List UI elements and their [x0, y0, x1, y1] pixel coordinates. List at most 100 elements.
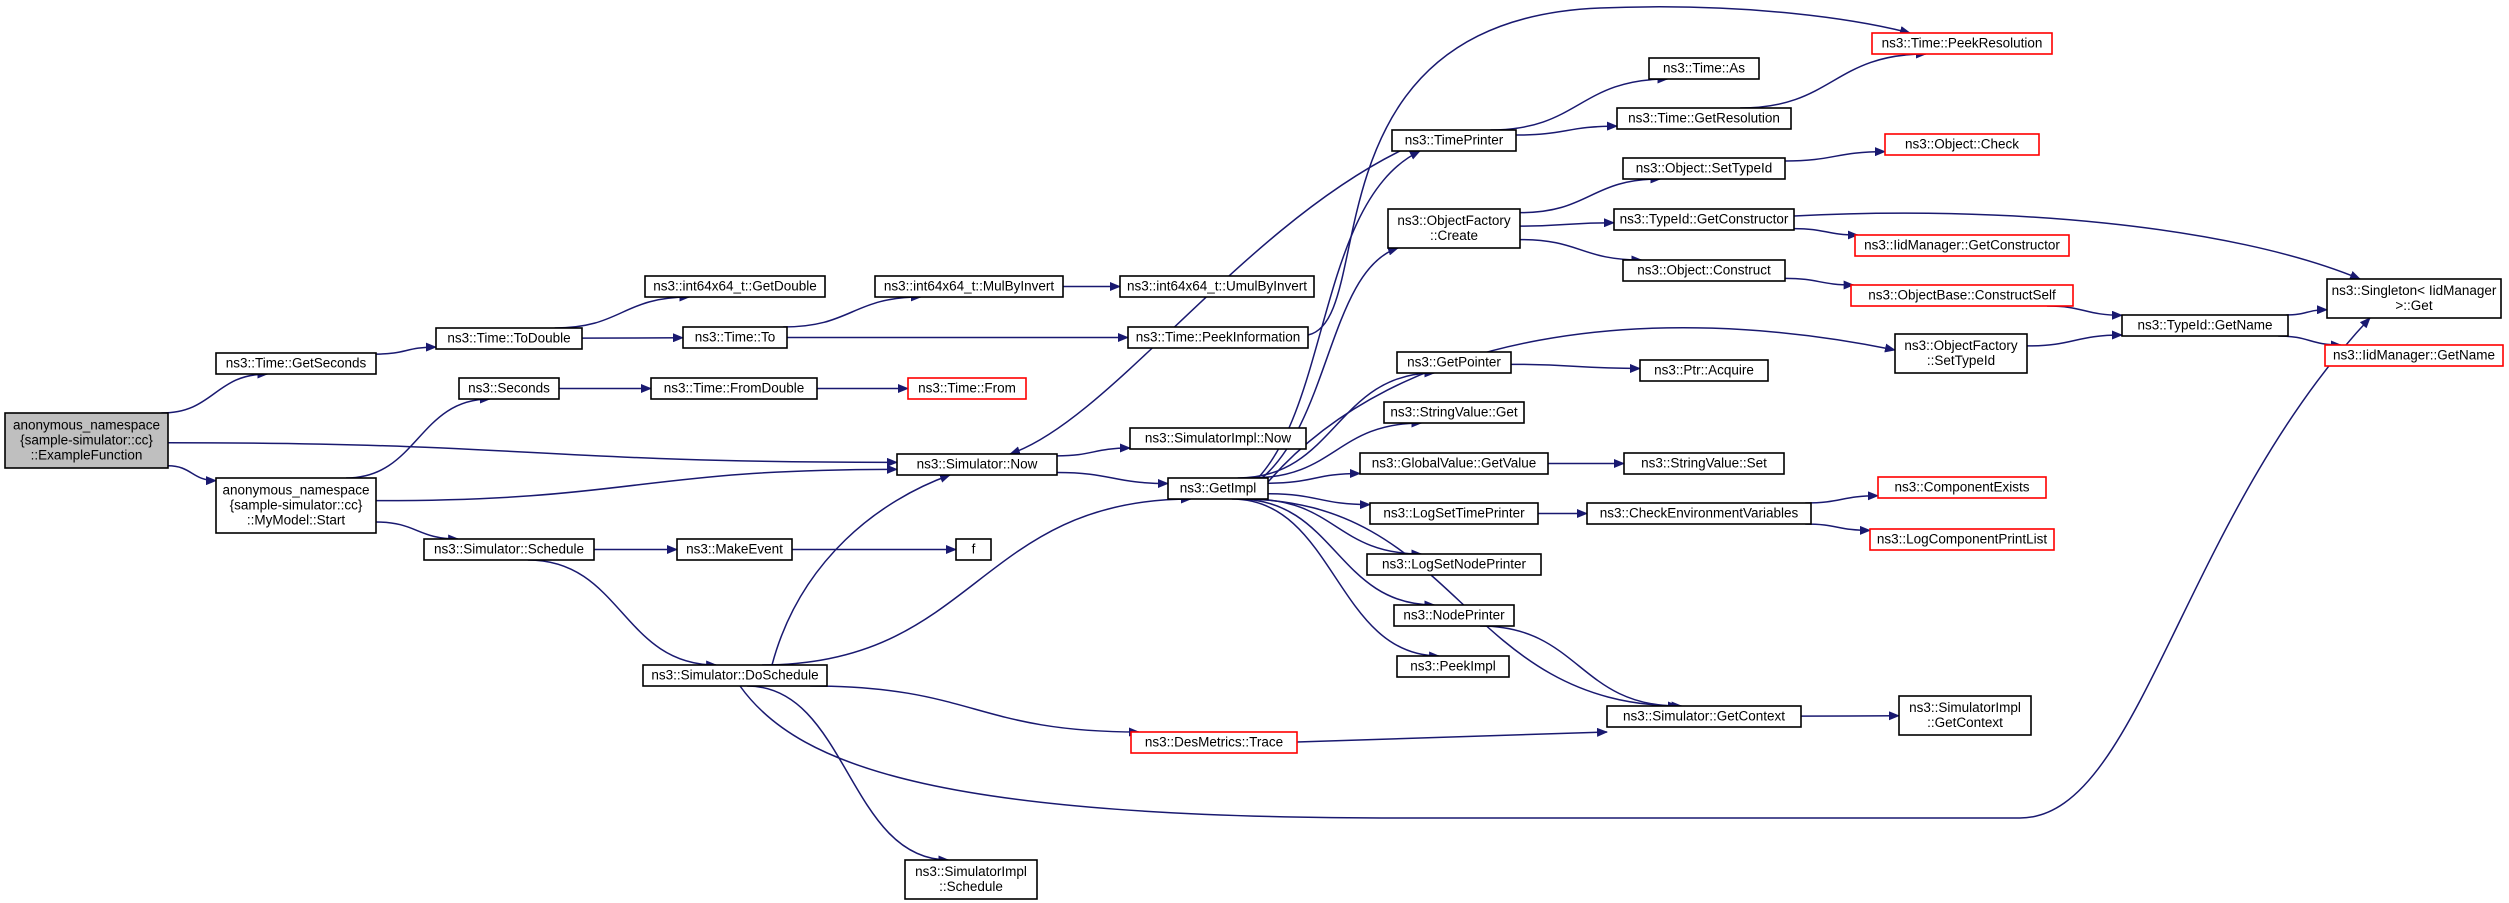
- node-box: [1383, 401, 1525, 424]
- node-box: [650, 377, 818, 400]
- node-seconds[interactable]: ns3::Seconds: [458, 377, 560, 400]
- node-time_getresolution[interactable]: ns3::Time::GetResolution: [1616, 107, 1792, 130]
- node-box: [896, 453, 1058, 476]
- node-box: [1366, 553, 1542, 576]
- node-ptr_acquire[interactable]: ns3::Ptr::Acquire: [1639, 359, 1769, 382]
- node-label: anonymous_namespace: [13, 418, 160, 433]
- node-box: [904, 859, 1038, 900]
- node-time_getseconds[interactable]: ns3::Time::GetSeconds: [215, 352, 377, 375]
- node-box: [458, 377, 560, 400]
- node-box: [435, 327, 583, 350]
- node-label: ns3::Time::GetResolution: [1628, 111, 1780, 126]
- node-time_from[interactable]: ns3::Time::From: [907, 377, 1027, 400]
- node-sim_doschedule[interactable]: ns3::Simulator::DoSchedule: [642, 664, 828, 687]
- node-sim_now[interactable]: ns3::Simulator::Now: [896, 453, 1058, 476]
- node-checkenvvars[interactable]: ns3::CheckEnvironmentVariables: [1586, 502, 1812, 525]
- node-box: [1850, 284, 2074, 307]
- edge-typeid_getconstructor-to-iidmanager_getconstructor: [1793, 227, 1859, 240]
- node-simimpl_getcontext[interactable]: ns3::SimulatorImpl::GetContext: [1898, 695, 2032, 736]
- node-time_peekinformation[interactable]: ns3::Time::PeekInformation: [1127, 326, 1309, 349]
- edge-objectfactory_create-to-object_construct: [1519, 238, 1643, 265]
- node-box: [874, 275, 1064, 298]
- node-sim_getcontext[interactable]: ns3::Simulator::GetContext: [1606, 705, 1802, 728]
- node-label: ns3::Ptr::Acquire: [1654, 363, 1754, 378]
- node-label: ns3::Time::PeekResolution: [1882, 36, 2043, 51]
- node-box: [1622, 259, 1786, 282]
- edge-example_function-to-mymodel_start: [167, 465, 217, 486]
- node-time_todouble[interactable]: ns3::Time::ToDouble: [435, 327, 583, 350]
- node-globalvalue_getvalue[interactable]: ns3::GlobalValue::GetValue: [1359, 452, 1549, 475]
- node-time_to[interactable]: ns3::Time::To: [682, 326, 788, 349]
- node-desmetrics_trace[interactable]: ns3::DesMetrics::Trace: [1130, 731, 1298, 754]
- node-getimpl[interactable]: ns3::GetImpl: [1167, 477, 1269, 500]
- node-label: ns3::StringValue::Set: [1641, 456, 1767, 471]
- node-iidmanager_getconstructor[interactable]: ns3::IidManager::GetConstructor: [1854, 234, 2070, 257]
- edge-object_construct-to-objectbase_constructself: [1784, 277, 1855, 290]
- node-box: [1639, 359, 1769, 382]
- edge-nodeprinter-to-sim_getcontext: [1479, 625, 1680, 711]
- node-objectfactory_settypeid[interactable]: ns3::ObjectFactory::SetTypeId: [1894, 333, 2028, 374]
- node-label: >::Get: [2395, 298, 2432, 313]
- node-object_construct[interactable]: ns3::Object::Construct: [1622, 259, 1786, 282]
- node-typeid_getname[interactable]: ns3::TypeId::GetName: [2121, 314, 2289, 337]
- node-sim_schedule[interactable]: ns3::Simulator::Schedule: [423, 538, 595, 561]
- node-box: [1884, 133, 2040, 156]
- edge-sim_now-to-getimpl: [1056, 471, 1169, 489]
- node-int64_getdouble[interactable]: ns3::int64x64_t::GetDouble: [644, 275, 826, 298]
- node-peekimpl[interactable]: ns3::PeekImpl: [1396, 655, 1510, 678]
- node-simimpl_schedule[interactable]: ns3::SimulatorImpl::Schedule: [904, 859, 1038, 900]
- node-label: ns3::DesMetrics::Trace: [1145, 735, 1283, 750]
- node-stringvalue_get[interactable]: ns3::StringValue::Get: [1383, 401, 1525, 424]
- node-simimpl_now[interactable]: ns3::SimulatorImpl::Now: [1129, 427, 1307, 450]
- node-label: ns3::Object::Check: [1905, 137, 2019, 152]
- node-time_peekresolution[interactable]: ns3::Time::PeekResolution: [1871, 32, 2053, 55]
- node-box: [2324, 344, 2504, 367]
- edge-getimpl-to-globalvalue_getvalue: [1267, 468, 1361, 484]
- node-time_fromdouble[interactable]: ns3::Time::FromDouble: [650, 377, 818, 400]
- node-timeprinter[interactable]: ns3::TimePrinter: [1391, 129, 1517, 152]
- node-box: [1396, 351, 1512, 374]
- node-getpointer[interactable]: ns3::GetPointer: [1396, 351, 1512, 374]
- edge-sim_doschedule-to-simimpl_schedule: [747, 685, 950, 865]
- node-typeid_getconstructor[interactable]: ns3::TypeId::GetConstructor: [1613, 208, 1795, 231]
- node-box: [215, 352, 377, 375]
- edge-sim_doschedule-to-singleton_get: [739, 317, 2371, 819]
- node-box: [2121, 314, 2289, 337]
- edge-timeprinter-to-time_as: [1490, 74, 1669, 131]
- node-objectbase_constructself[interactable]: ns3::ObjectBase::ConstructSelf: [1850, 284, 2074, 307]
- node-object_settypeid[interactable]: ns3::Object::SetTypeId: [1622, 157, 1786, 180]
- node-label: {sample-simulator::cc}: [20, 433, 153, 448]
- node-int64_mulbyinvert[interactable]: ns3::int64x64_t::MulByInvert: [874, 275, 1064, 298]
- node-stringvalue_set[interactable]: ns3::StringValue::Set: [1623, 452, 1785, 475]
- node-int64_umulbyinvert[interactable]: ns3::int64x64_t::UmulByInvert: [1119, 275, 1315, 298]
- node-mymodel_start[interactable]: anonymous_namespace{sample-simulator::cc…: [215, 477, 377, 534]
- node-label: ns3::CheckEnvironmentVariables: [1600, 506, 1799, 521]
- node-label: ns3::SimulatorImpl: [915, 864, 1027, 879]
- node-makeevent[interactable]: ns3::MakeEvent: [676, 538, 793, 561]
- node-iidmanager_getname[interactable]: ns3::IidManager::GetName: [2324, 344, 2504, 367]
- node-logcomponentprintlist[interactable]: ns3::LogComponentPrintList: [1869, 528, 2055, 551]
- edge-desmetrics_trace-to-sim_getcontext: [1296, 727, 1608, 743]
- node-box: [1854, 234, 2070, 257]
- node-layer: anonymous_namespace{sample-simulator::cc…: [4, 32, 2504, 900]
- node-componentexists[interactable]: ns3::ComponentExists: [1877, 476, 2047, 499]
- node-object_check[interactable]: ns3::Object::Check: [1884, 133, 2040, 156]
- node-nodeprinter[interactable]: ns3::NodePrinter: [1393, 604, 1515, 627]
- node-example_function[interactable]: anonymous_namespace{sample-simulator::cc…: [4, 412, 169, 469]
- node-label: ns3::ObjectFactory: [1904, 338, 2018, 353]
- node-logsettimeprinter[interactable]: ns3::LogSetTimePrinter: [1369, 502, 1539, 525]
- node-label: ns3::Time::GetSeconds: [226, 356, 367, 371]
- node-f[interactable]: f: [955, 538, 992, 561]
- node-singleton_get[interactable]: ns3::Singleton< IidManager >::Get: [2326, 278, 2502, 319]
- node-objectfactory_create[interactable]: ns3::ObjectFactory::Create: [1387, 208, 1521, 249]
- node-box: [1127, 326, 1309, 349]
- node-label: ns3::Time::ToDouble: [447, 331, 570, 346]
- node-box: [1393, 604, 1515, 627]
- node-time_as[interactable]: ns3::Time::As: [1648, 57, 1760, 80]
- node-label: ns3::ObjectFactory: [1397, 213, 1511, 228]
- node-label: ns3::Simulator::GetContext: [1623, 709, 1785, 724]
- node-box: [1613, 208, 1795, 231]
- edge-object_settypeid-to-object_check: [1784, 147, 1886, 162]
- node-logsetnodeprinter[interactable]: ns3::LogSetNodePrinter: [1366, 553, 1542, 576]
- node-label: ns3::LogSetTimePrinter: [1383, 506, 1525, 521]
